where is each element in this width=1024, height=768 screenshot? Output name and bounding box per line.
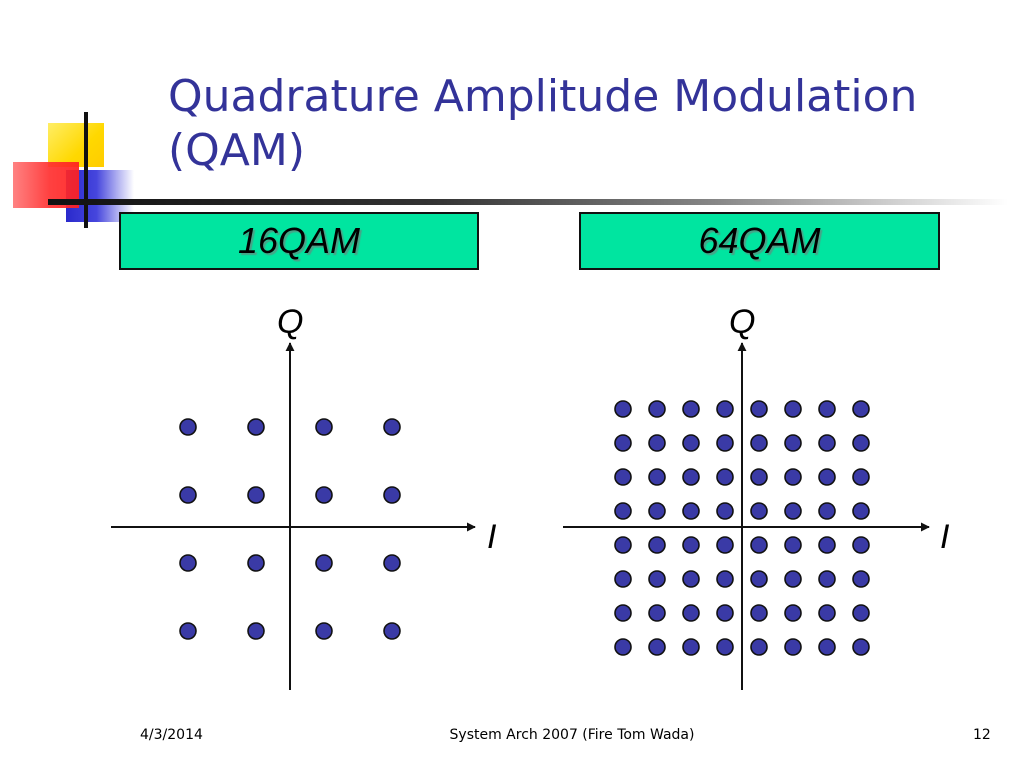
- constellation-point-16qam: [247, 622, 265, 640]
- header-64qam: 64QAM: [579, 212, 940, 270]
- constellation-point-64qam: [818, 400, 836, 418]
- constellation-point-64qam: [614, 434, 632, 452]
- constellation-point-64qam: [716, 468, 734, 486]
- constellation-point-64qam: [784, 502, 802, 520]
- constellation-point-64qam: [648, 434, 666, 452]
- constellation-point-64qam: [614, 502, 632, 520]
- constellation-point-16qam: [179, 418, 197, 436]
- constellation-16qam: Q I: [111, 303, 497, 690]
- slide-title: Quadrature Amplitude Modulation (QAM): [168, 71, 918, 176]
- constellation-point-64qam: [682, 570, 700, 588]
- deco-vertical-line: [84, 112, 88, 228]
- constellation-point-16qam: [315, 418, 333, 436]
- constellation-point-64qam: [716, 570, 734, 588]
- q-label-64qam: Q: [729, 303, 755, 341]
- constellation-point-16qam: [315, 486, 333, 504]
- constellation-point-64qam: [852, 400, 870, 418]
- constellation-point-64qam: [614, 468, 632, 486]
- constellation-point-64qam: [682, 468, 700, 486]
- constellation-point-64qam: [852, 468, 870, 486]
- constellation-point-64qam: [750, 604, 768, 622]
- footer-date: 4/3/2014: [140, 727, 203, 743]
- constellation-point-64qam: [648, 570, 666, 588]
- constellation-point-64qam: [750, 570, 768, 588]
- constellation-point-64qam: [818, 638, 836, 656]
- constellation-point-64qam: [648, 468, 666, 486]
- constellation-point-64qam: [852, 434, 870, 452]
- constellation-point-64qam: [648, 502, 666, 520]
- dots-64qam: [614, 400, 870, 656]
- constellation-point-16qam: [383, 486, 401, 504]
- constellation-point-16qam: [247, 486, 265, 504]
- footer-page-number: 12: [973, 727, 991, 743]
- constellation-point-64qam: [716, 502, 734, 520]
- constellation-point-64qam: [716, 400, 734, 418]
- constellation-point-64qam: [716, 434, 734, 452]
- constellation-point-64qam: [818, 570, 836, 588]
- constellation-point-64qam: [818, 434, 836, 452]
- constellation-point-64qam: [682, 400, 700, 418]
- constellation-point-16qam: [383, 554, 401, 572]
- constellation-point-64qam: [818, 468, 836, 486]
- constellation-point-64qam: [614, 570, 632, 588]
- constellation-point-64qam: [818, 536, 836, 554]
- constellation-point-64qam: [852, 604, 870, 622]
- constellation-point-64qam: [784, 468, 802, 486]
- constellation-point-16qam: [179, 486, 197, 504]
- constellation-point-16qam: [315, 622, 333, 640]
- constellation-point-64qam: [750, 638, 768, 656]
- constellation-point-64qam: [682, 536, 700, 554]
- constellation-point-64qam: [614, 536, 632, 554]
- constellation-point-64qam: [852, 536, 870, 554]
- constellation-point-64qam: [784, 604, 802, 622]
- constellation-64qam: Q I: [563, 303, 950, 690]
- constellation-point-64qam: [614, 400, 632, 418]
- constellation-point-64qam: [614, 638, 632, 656]
- constellation-point-64qam: [750, 400, 768, 418]
- i-label-64qam: I: [940, 518, 950, 556]
- constellation-point-64qam: [682, 638, 700, 656]
- constellation-point-64qam: [682, 434, 700, 452]
- constellation-point-64qam: [852, 638, 870, 656]
- constellation-point-64qam: [648, 536, 666, 554]
- constellation-point-64qam: [648, 638, 666, 656]
- constellation-point-64qam: [716, 604, 734, 622]
- constellation-point-64qam: [750, 536, 768, 554]
- title-underline: [48, 199, 1008, 205]
- constellation-point-16qam: [383, 418, 401, 436]
- q-label-16qam: Q: [277, 303, 303, 341]
- constellation-point-64qam: [852, 570, 870, 588]
- constellation-point-64qam: [784, 536, 802, 554]
- constellation-point-64qam: [852, 502, 870, 520]
- constellation-point-64qam: [750, 434, 768, 452]
- constellation-point-64qam: [784, 570, 802, 588]
- deco-yellow-square: [48, 123, 104, 167]
- constellation-point-64qam: [750, 502, 768, 520]
- header-16qam: 16QAM: [119, 212, 479, 270]
- constellation-point-16qam: [179, 622, 197, 640]
- constellation-point-64qam: [682, 604, 700, 622]
- constellation-point-16qam: [383, 622, 401, 640]
- constellation-point-64qam: [784, 434, 802, 452]
- constellation-point-64qam: [750, 468, 768, 486]
- constellation-point-64qam: [648, 604, 666, 622]
- constellation-point-64qam: [784, 638, 802, 656]
- i-label-16qam: I: [487, 518, 497, 556]
- constellation-point-64qam: [784, 400, 802, 418]
- constellation-point-64qam: [818, 604, 836, 622]
- constellation-point-16qam: [315, 554, 333, 572]
- constellation-point-16qam: [179, 554, 197, 572]
- constellation-point-16qam: [247, 418, 265, 436]
- constellation-point-64qam: [716, 536, 734, 554]
- constellation-point-64qam: [818, 502, 836, 520]
- constellation-point-64qam: [648, 400, 666, 418]
- constellation-point-64qam: [614, 604, 632, 622]
- constellation-point-64qam: [716, 638, 734, 656]
- footer-title: System Arch 2007 (Fire Tom Wada): [449, 727, 695, 743]
- constellation-point-16qam: [247, 554, 265, 572]
- dots-16qam: [179, 418, 401, 640]
- constellation-point-64qam: [682, 502, 700, 520]
